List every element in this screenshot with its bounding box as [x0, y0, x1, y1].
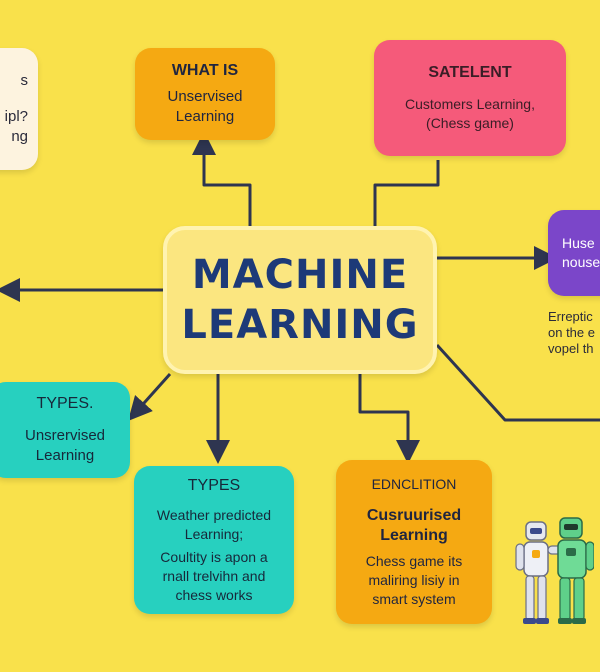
- node-right-text-line1: Erreptic: [548, 309, 593, 324]
- node-top-left-partial: s ipl? ng: [0, 48, 38, 170]
- node-types-left: TYPES. Unsrervised Learning: [0, 382, 130, 478]
- node-ednclition: EDNCLITION Cusruurised Learning Chess ga…: [336, 460, 492, 624]
- connector-what-is: [192, 131, 252, 226]
- node-right-text: Erreptic on the e vopel th: [548, 309, 600, 357]
- node-right-partial: Huse nouse: [548, 210, 600, 296]
- connector-bottom-right: [435, 343, 600, 422]
- node-types-left-line2: Learning: [35, 447, 95, 464]
- green-robot-icon: [557, 517, 594, 624]
- node-what-is-line1: Unservised: [167, 88, 243, 105]
- node-types-bottom-line3: Coultity is apon a: [160, 548, 268, 565]
- node-types-bottom: TYPES Weather predicted Learning; Coulti…: [134, 466, 294, 614]
- central-node: MACHINE LEARNING: [163, 226, 437, 374]
- central-title-line2: LEARNING: [181, 302, 419, 348]
- node-ednclition-title: EDNCLITION: [371, 476, 457, 492]
- node-right-text-line3: vopel th: [548, 341, 594, 356]
- node-types-bottom-title: TYPES: [187, 476, 241, 494]
- node-right-line2: nouse: [562, 254, 600, 270]
- node-what-is: WHAT IS Unservised Learning: [135, 48, 275, 140]
- node-types-bottom-line5: chess works: [175, 586, 253, 603]
- node-types-bottom-line4: rnall trelvihn and: [162, 567, 266, 584]
- node-satelent-line1: Customers Learning,: [405, 96, 535, 112]
- node-satelent-title: SATELENT: [428, 64, 512, 81]
- node-ednclition-line3: smart system: [372, 591, 456, 607]
- node-what-is-title: WHAT IS: [171, 62, 239, 79]
- node-right-text-line2: on the e: [548, 325, 595, 340]
- node-ednclition-line2: maliring lisiy in: [368, 572, 460, 588]
- node-satelent-line2: (Chess game): [426, 115, 514, 131]
- connector-types-left: [127, 372, 172, 421]
- white-robot-icon: [515, 521, 563, 624]
- robot-illustration: [515, 517, 594, 624]
- node-types-left-line1: Unsrervised: [24, 427, 106, 444]
- node-types-left-title: TYPES.: [36, 395, 94, 412]
- node-satelent: SATELENT Customers Learning, (Chess game…: [374, 40, 566, 156]
- node-types-bottom-line2: Learning;: [184, 525, 244, 542]
- node-ednclition-sub1: Cusruurised: [366, 507, 462, 524]
- node-ednclition-line1: Chess game its: [365, 553, 463, 569]
- node-top-left-line3: ng: [11, 128, 28, 145]
- central-title-line1: MACHINE: [191, 252, 409, 298]
- connector-ednclition: [358, 374, 420, 464]
- node-top-left-line2: ipl?: [4, 108, 28, 125]
- node-types-bottom-line1: Weather predicted: [156, 506, 272, 523]
- connector-satelent: [373, 160, 440, 226]
- node-top-left-line1: s: [20, 72, 29, 89]
- node-ednclition-sub2: Learning: [380, 527, 448, 544]
- node-what-is-line2: Learning: [175, 108, 235, 125]
- node-right-line1: Huse: [562, 235, 595, 251]
